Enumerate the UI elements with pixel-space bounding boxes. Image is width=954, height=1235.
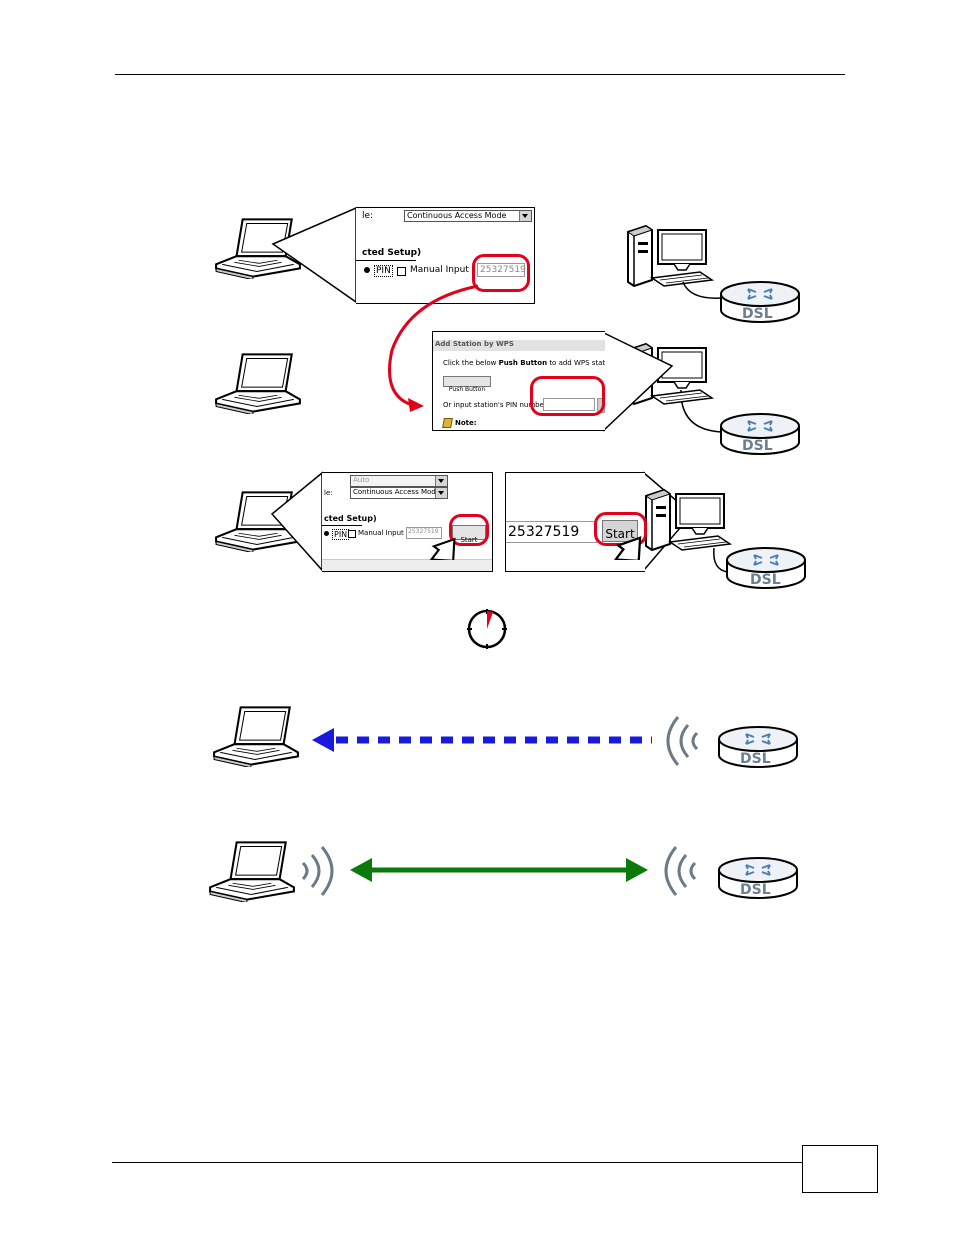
manual-input-label: Manual Input [410, 265, 469, 275]
setup-section-label: cted Setup) [324, 514, 377, 523]
router-label: DSL [742, 306, 773, 322]
router-pin-value: 25327519 [508, 524, 580, 540]
pin-value-field[interactable]: 25327519 [406, 527, 442, 539]
pin-value: 25327519 [408, 528, 439, 535]
auto-value: Auto [353, 476, 370, 484]
router-label: DSL [740, 882, 771, 898]
manual-input-checkbox[interactable] [348, 530, 356, 538]
cursor-icon [612, 526, 646, 560]
laptop-icon [206, 840, 298, 902]
router-start-button[interactable]: Start [602, 520, 638, 542]
mode-label: le: [324, 489, 333, 497]
instruction-text: Click the below Push Button to add WPS s… [443, 359, 605, 367]
note-icon [442, 418, 453, 428]
start-highlight-ring [449, 514, 489, 546]
mode-label: le: [362, 211, 374, 221]
router-start-label: Start [605, 527, 635, 541]
push-button[interactable]: Push Button [443, 376, 491, 393]
auto-select[interactable]: Auto [350, 475, 448, 487]
laptop-icon [212, 352, 304, 414]
setup-underline [356, 260, 416, 261]
wps-start-panel: Auto le: Continuous Access Mode cted Set… [322, 472, 493, 572]
instruction-prefix: Click the below [443, 359, 497, 367]
pc-icon [622, 220, 722, 290]
chevron-down-icon [435, 488, 447, 498]
laptop-icon [210, 705, 302, 767]
pc-icon [640, 484, 740, 554]
access-mode-value: Continuous Access Mode [353, 488, 441, 496]
access-mode-select[interactable]: Continuous Access Mode [350, 487, 448, 499]
pin-value-field[interactable]: 25327519 [477, 263, 526, 277]
pin-value: 25327519 [480, 265, 526, 275]
wireless-signal-icon [664, 713, 704, 769]
pin-radio[interactable] [324, 531, 329, 536]
chevron-down-icon [435, 476, 447, 486]
header-rule [115, 74, 845, 75]
note-label: Note: [455, 419, 477, 427]
access-mode-value: Continuous Access Mode [407, 211, 507, 220]
chevron-down-icon [519, 211, 531, 221]
manual-input-label: Manual Input [358, 529, 404, 537]
wireless-signal-icon [662, 843, 702, 899]
footer-rule [112, 1162, 802, 1163]
push-button-label: Push Button [448, 386, 486, 393]
manual-input-checkbox[interactable] [397, 267, 406, 276]
router-label: DSL [750, 572, 781, 588]
pin-input-highlight-ring [530, 376, 605, 416]
setup-underline [322, 525, 362, 526]
panel-title: Add Station by WPS [435, 340, 514, 348]
instruction-bold: Push Button [498, 359, 548, 367]
pin-label: PIN [332, 529, 350, 540]
timer-icon [467, 609, 507, 649]
laptop-icon [212, 217, 304, 279]
cursor-icon [428, 528, 460, 560]
laptop-icon [212, 490, 304, 552]
panel-title-bar: Add Station by WPS [433, 340, 605, 351]
pin-prompt: Or input station's PIN number: [443, 401, 550, 409]
pin-radio[interactable] [364, 267, 370, 273]
pc-icon [622, 338, 722, 408]
pin-label: PIN [374, 265, 393, 277]
router-pin-field[interactable]: 25327519 [506, 521, 597, 543]
start-button-label: Start [460, 536, 478, 544]
panel-bottom-strip [322, 559, 492, 571]
setup-section-label: cted Setup) [362, 248, 422, 258]
pin-highlight-ring [472, 254, 530, 292]
router-label: DSL [740, 751, 771, 767]
instruction-suffix: to add WPS stations [549, 359, 605, 367]
router-label: DSL [742, 438, 773, 454]
page-number-box [802, 1145, 878, 1193]
access-mode-select[interactable]: Continuous Access Mode [404, 210, 532, 222]
wireless-signal-icon [296, 843, 336, 899]
